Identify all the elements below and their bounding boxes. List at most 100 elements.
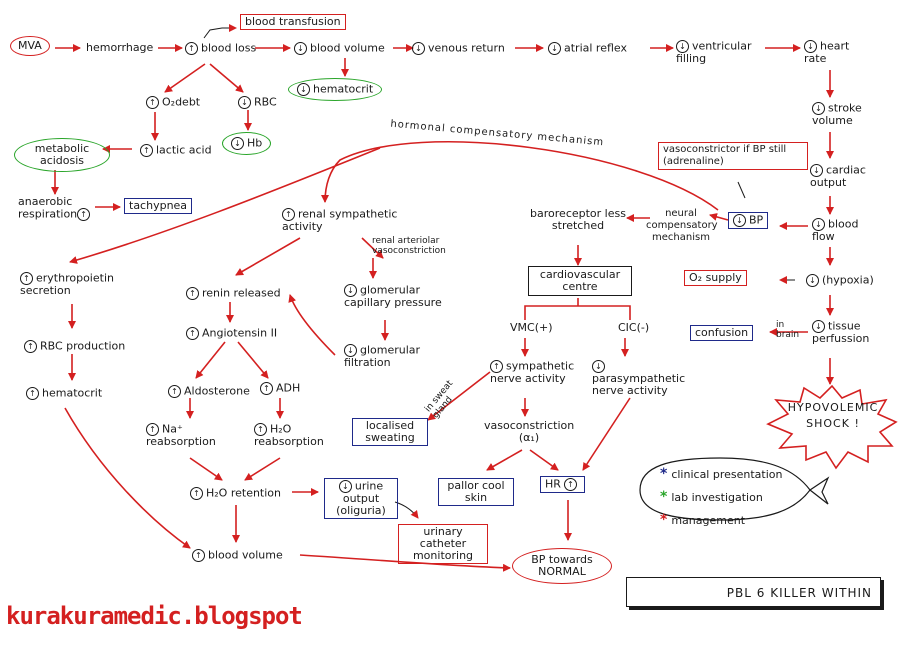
tissue-perfusion-label: tissue perfussion <box>812 319 870 345</box>
arrow-hematocrit-bloodvolume <box>64 407 191 549</box>
node-atrial-reflex: atrial reflex <box>548 42 627 55</box>
vasoconstrictor-label: vasoconstrictor if BP still (adrenaline) <box>663 144 787 167</box>
node-glomerular-pressure: glomerular capillary pressure <box>344 284 460 309</box>
rbc-down-label: RBC <box>254 95 277 109</box>
bp-normal-label: BP towards NORMAL <box>531 553 593 578</box>
confusion-label: confusion <box>695 326 749 339</box>
node-confusion: confusion <box>690 325 754 341</box>
node-rbc-down: RBC <box>238 96 277 109</box>
node-h2o-reabsorption: H₂O reabsorption <box>254 423 334 448</box>
node-renal-sympathetic: renal sympathetic activity <box>282 208 402 233</box>
arrow-bloodvolume-bpnormal <box>299 554 511 572</box>
node-aldosterone: Aldosterone <box>168 385 250 398</box>
node-o2-supply: O₂ supply <box>684 270 747 286</box>
arrow-urine-catheter <box>394 501 419 519</box>
neural-mechanism-label: neural compensatory mechanism <box>646 208 718 243</box>
legend-clinical-label: clinical presentation <box>671 468 783 481</box>
node-hb: Hb <box>222 132 272 155</box>
arrow-na-retention <box>189 457 223 481</box>
cic-label: CIC(-) <box>618 321 650 334</box>
hematocrit-down-label: hematocrit <box>313 82 374 96</box>
in-brain-label: in brain <box>776 320 800 340</box>
hypoxia-label: (hypoxia) <box>822 273 874 287</box>
arrow-angiotensin-adh <box>237 341 269 379</box>
legend-clinical: *clinical presentation <box>660 467 820 490</box>
ventricular-filling-label: ventricular filling <box>676 39 752 65</box>
urinary-catheter-label: urinary catheter monitoring <box>412 525 474 562</box>
arrow-filtration-renin <box>288 294 336 356</box>
node-cic: CIC(-) <box>618 322 649 334</box>
legend: *clinical presentation *lab investigatio… <box>660 467 820 536</box>
stroke-volume-label: stroke volume <box>812 101 862 127</box>
renin-label: renin released <box>202 286 281 300</box>
node-vasoconstrictor: vasoconstrictor if BP still (adrenaline) <box>658 142 808 170</box>
urine-output-label: urine output (oliguria) <box>336 479 386 517</box>
o2-supply-label: O₂ supply <box>689 271 742 284</box>
node-tissue-perfusion: tissue perfussion <box>812 320 888 345</box>
node-urinary-catheter: urinary catheter monitoring <box>398 524 488 564</box>
arrow-sympathetic-sweating <box>427 371 491 421</box>
node-hematocrit-up: hematocrit <box>26 387 102 400</box>
node-cardiac-output: cardiac output <box>810 164 870 189</box>
na-reabsorption-label: Na⁺ reabsorption <box>146 422 216 448</box>
node-heart-rate: heart rate <box>804 40 864 65</box>
node-hematocrit-down: hematocrit <box>288 78 383 101</box>
glomerular-filtration-label: glomerular filtration <box>344 343 421 369</box>
node-anaerobic-respiration: anaerobic respiration <box>18 196 98 221</box>
h2o-reabsorption-label: H₂O reabsorption <box>254 422 324 448</box>
node-vmc: VMC(+) <box>510 322 553 334</box>
title-box: PBL 6 KILLER WITHIN <box>626 577 881 607</box>
node-neural-mechanism: neural compensatory mechanism <box>646 208 718 244</box>
arrow-bloodloss-o2debt <box>164 63 206 93</box>
sympathetic-nerve-label: sympathetic nerve activity <box>490 359 575 385</box>
arrow-parasympathetic-hr <box>582 397 631 471</box>
arrow-h2o-retention <box>244 457 281 481</box>
node-hemorrhage: hemorrhage <box>86 42 153 54</box>
lactic-acid-label: lactic acid <box>156 143 212 157</box>
mva-label: MVA <box>18 39 42 52</box>
node-blood-transfusion: blood transfusion <box>240 14 346 30</box>
renal-sympathetic-label: renal sympathetic activity <box>282 207 398 233</box>
node-pallor: pallor cool skin <box>438 478 514 506</box>
bp-low-label: BP <box>749 213 764 227</box>
node-bp-low: BP <box>728 212 769 229</box>
node-sympathetic-nerve: sympathetic nerve activity <box>490 360 580 385</box>
legend-lab: *lab investigation <box>660 490 820 513</box>
vasoconstriction-label: vasoconstriction (α₁) <box>484 419 575 444</box>
node-venous-return: venous return <box>412 42 505 55</box>
erythropoietin-label: erythropoietin secretion <box>20 271 114 297</box>
node-vasoconstriction: vasoconstriction (α₁) <box>484 420 574 444</box>
blood-transfusion-link <box>203 24 237 39</box>
label-in-brain: in brain <box>776 320 806 340</box>
o2-debt-label: O₂debt <box>162 95 201 109</box>
node-o2-debt: O₂debt <box>146 96 200 109</box>
arrow-bp-hormonal <box>321 141 719 211</box>
node-blood-volume-top: blood volume <box>294 42 385 55</box>
star-icon: * <box>660 512 668 528</box>
node-cv-centre: cardiovascular centre <box>528 266 632 296</box>
arrow-hormonal-erythropoietin <box>69 147 381 264</box>
arrow-vasoconstriction-pallor <box>486 449 523 471</box>
blood-volume-top-label: blood volume <box>310 41 385 55</box>
hematocrit-up-label: hematocrit <box>42 386 103 400</box>
blood-volume-bottom-label: blood volume <box>208 548 283 562</box>
node-ventricular-filling: ventricular filling <box>676 40 760 65</box>
node-lactic-acid: lactic acid <box>140 144 212 157</box>
angiotensin-label: Angiotensin II <box>202 326 278 340</box>
node-erythropoietin: erythropoietin secretion <box>20 272 130 297</box>
atrial-reflex-label: atrial reflex <box>564 41 627 55</box>
blood-transfusion-label: blood transfusion <box>245 15 341 28</box>
shock-starburst <box>766 384 898 470</box>
node-hypoxia: (hypoxia) <box>806 274 874 287</box>
node-tachypnea: tachypnea <box>124 198 193 214</box>
hemorrhage-label: hemorrhage <box>86 41 154 54</box>
node-h2o-retention: H₂O retention <box>190 487 281 500</box>
arrow-angiotensin-aldosterone <box>195 341 226 379</box>
node-glomerular-filtration: glomerular filtration <box>344 344 440 369</box>
node-angiotensin: Angiotensin II <box>186 327 277 340</box>
rbc-production-label: RBC production <box>40 339 126 353</box>
node-blood-volume-bottom: blood volume <box>192 549 283 562</box>
star-icon: * <box>660 489 668 505</box>
arrow-bloodloss-rbc <box>209 63 244 93</box>
